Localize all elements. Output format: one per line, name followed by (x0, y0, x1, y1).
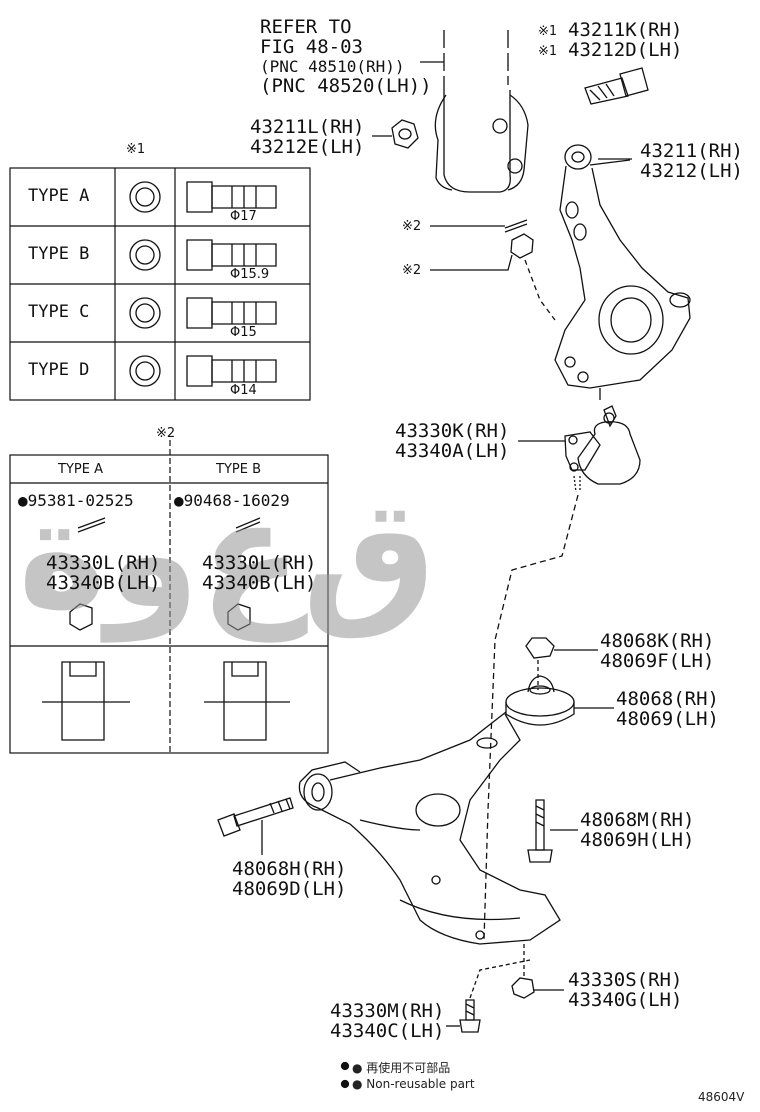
nut-48068k (525, 637, 598, 690)
type-row-b: TYPE B (28, 244, 90, 264)
refer-line-1: REFER TO (260, 16, 352, 38)
bolt-43330m (446, 959, 531, 1033)
strut-assembly (420, 30, 529, 193)
nut-43211l (372, 119, 419, 149)
bushing-rh: 48068(RH) (616, 688, 719, 710)
refer-line-4: (PNC 48520(LH)) (260, 75, 432, 97)
bolt-top-mark-2: ※1 (538, 44, 557, 59)
nut-table-parts (42, 517, 290, 741)
type-table-nuts (129, 181, 161, 387)
bolt-top-lh: 43212D(LH) (568, 39, 683, 61)
refer-line-3: (PNC 48510(RH)) (260, 57, 405, 76)
nut-43330s (511, 940, 564, 999)
type-row-d: TYPE D (28, 360, 90, 380)
bolt-43330m-lh: 43340C(LH) (330, 1020, 445, 1042)
figure-code: 48604V (698, 1090, 745, 1104)
nut-43330s-lh: 43340G(LH) (568, 989, 683, 1011)
nut-48068k-lh: 48069F(LH) (600, 650, 715, 672)
bushing-lh: 48069(LH) (616, 708, 719, 730)
legend-line-1: ● 再使用不可部品 (352, 1061, 451, 1075)
type-dia-c: Φ15 (230, 325, 257, 340)
knuckle-lh: 43212(LH) (640, 160, 743, 182)
type-table-lines (9, 167, 311, 401)
type-table-bolts (186, 181, 277, 387)
bolt-48068h-rh: 48068H(RH) (232, 858, 347, 880)
ball-joint-lh: 43340A(LH) (395, 440, 510, 462)
knuckle-rh: 43211(RH) (640, 140, 743, 162)
nut-col-a-header: TYPE A (58, 462, 103, 477)
steering-knuckle (554, 144, 691, 400)
nut-table-lines (9, 440, 329, 754)
nut-col-b-rh: 43330L(RH) (202, 552, 317, 574)
type-dia-b: Φ15.9 (230, 267, 270, 282)
cotter-pin-nut (430, 219, 556, 321)
nut-col-b-pin: ●90468-16029 (174, 491, 290, 510)
ball-joint (483, 405, 641, 941)
nut-48068k-rh: 48068K(RH) (600, 630, 715, 652)
bushing-48068 (505, 675, 614, 726)
nut-col-a-rh: 43330L(RH) (46, 552, 161, 574)
type-dia-d: Φ14 (230, 383, 257, 398)
bolt-48068h-lh: 48069D(LH) (232, 878, 347, 900)
bolt-43330m-rh: 43330M(RH) (330, 1000, 445, 1022)
nut-col-a-lh: 43340B(LH) (46, 572, 161, 594)
ref-2b: ※2 (402, 263, 422, 278)
bolt-48068m (527, 799, 578, 863)
legend-dot-2 (340, 1079, 350, 1089)
bolt-48068m-lh: 48069H(LH) (580, 829, 695, 851)
nut-top-rh: 43211L(RH) (250, 116, 365, 138)
legend-dot-1 (340, 1061, 350, 1071)
nut-col-b-header: TYPE B (216, 462, 261, 477)
type-table-mark: ※1 (126, 142, 146, 157)
legend-line-2: ● Non-reusable part (352, 1077, 475, 1091)
type-row-c: TYPE C (28, 302, 90, 322)
ball-joint-rh: 43330K(RH) (395, 420, 510, 442)
ref-2a: ※2 (402, 219, 422, 234)
nut-43330s-rh: 43330S(RH) (568, 969, 683, 991)
type-row-a: TYPE A (28, 186, 90, 206)
nut-col-a-pin: ●95381-02525 (18, 491, 134, 510)
type-dia-a: Φ17 (230, 209, 257, 224)
watermark: ﻕﻉﻭﺓ (18, 468, 442, 642)
nut-col-b-lh: 43340B(LH) (202, 572, 317, 594)
nut-top-lh: 43212E(LH) (250, 136, 365, 158)
refer-line-2: FIG 48-03 (260, 36, 363, 58)
bolt-top-mark-1: ※1 (538, 24, 557, 39)
bolt-top-rh: 43211K(RH) (568, 19, 683, 41)
bolt-43211k (584, 67, 649, 105)
bolt-48068h (217, 797, 294, 855)
nut-table-mark: ※2 (156, 426, 176, 441)
bolt-48068m-rh: 48068M(RH) (580, 809, 695, 831)
lower-control-arm (298, 711, 561, 945)
